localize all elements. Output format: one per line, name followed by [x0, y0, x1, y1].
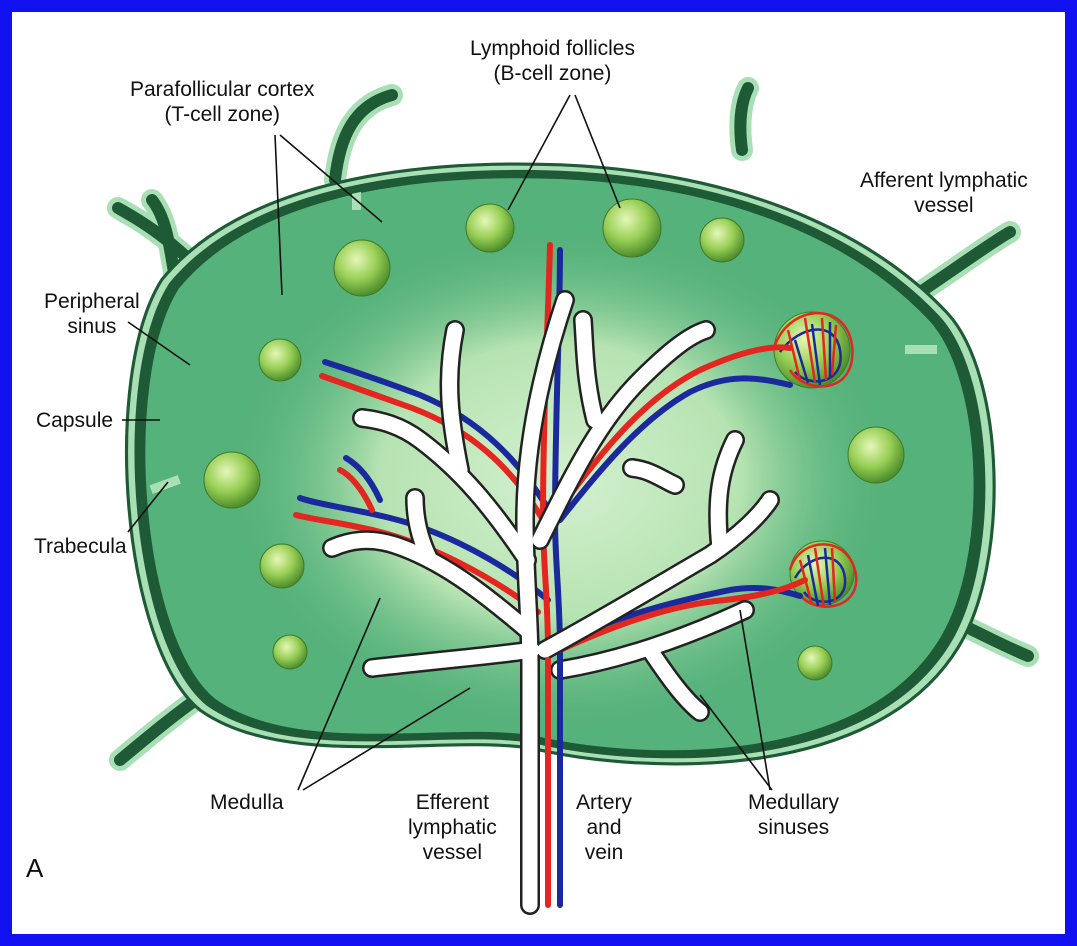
label-trabecula: Trabecula [34, 534, 127, 559]
label-lymphoid-follicles: Lymphoid follicles (B-cell zone) [470, 36, 635, 86]
label-parafollicular-cortex: Parafollicular cortex (T-cell zone) [130, 77, 314, 127]
lymph-node-diagram [12, 12, 1065, 934]
figure-frame: Lymphoid follicles (B-cell zone) Parafol… [12, 12, 1065, 934]
label-capsule: Capsule [36, 408, 113, 433]
label-peripheral-sinus: Peripheral sinus [44, 289, 140, 339]
label-efferent-lymphatic-vessel: Efferent lymphatic vessel [408, 790, 497, 865]
label-afferent-lymphatic-vessel: Afferent lymphatic vessel [860, 168, 1028, 218]
label-artery-and-vein: Artery and vein [576, 790, 632, 865]
label-medulla: Medulla [210, 790, 284, 815]
label-medullary-sinuses: Medullary sinuses [748, 790, 839, 840]
panel-letter: A [26, 856, 43, 881]
